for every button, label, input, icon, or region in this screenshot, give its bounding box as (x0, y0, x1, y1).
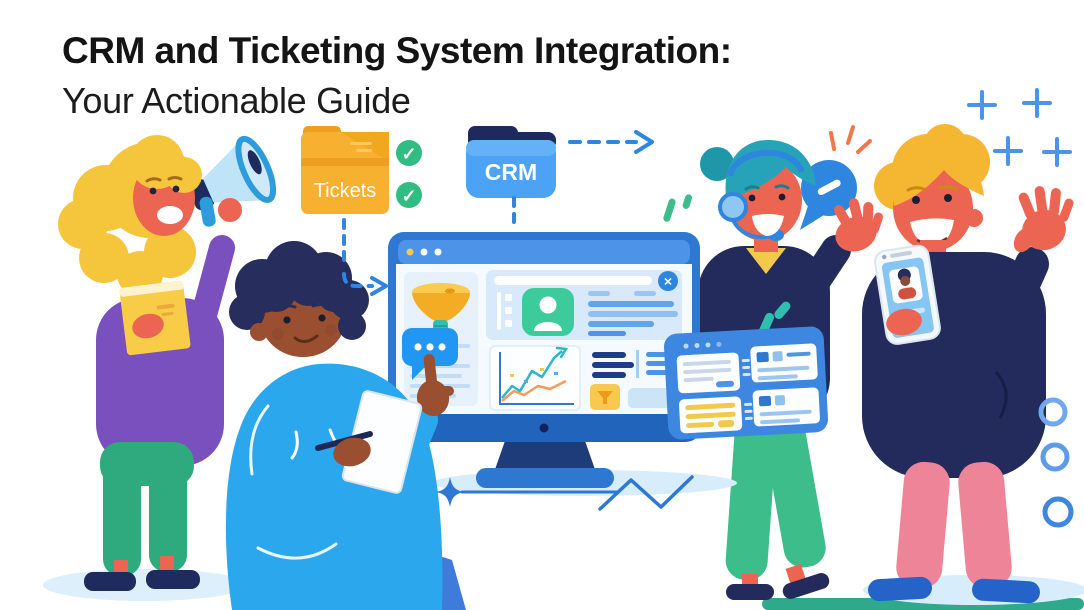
close-button (658, 271, 678, 291)
waving-hand (1013, 186, 1074, 253)
cards-panel (663, 326, 829, 440)
sparkline-decoration (436, 475, 694, 511)
flow-lines (342, 130, 654, 296)
contact-card: ✕ (486, 270, 682, 340)
check-icon: ✓ (401, 186, 416, 206)
chat-bubble-icon (800, 160, 857, 230)
page-subtitle: Your Actionable Guide (62, 80, 411, 121)
person-notepad (225, 241, 466, 610)
sparkle-icon (829, 125, 872, 154)
woman-megaphone (58, 135, 277, 591)
page-title: CRM and Ticketing System Integration: (62, 30, 732, 71)
agent-hand (834, 198, 883, 252)
arrow-right-icon (370, 276, 388, 296)
headset-icon (727, 149, 805, 178)
sparkle-star-icon (436, 477, 464, 507)
title-block: CRM and Ticketing System Integration: Yo… (62, 28, 732, 122)
tickets-folder-label: Tickets (314, 180, 377, 202)
avatar (522, 288, 574, 336)
man-phone (862, 124, 1074, 604)
crm-folder-label: CRM (485, 159, 537, 185)
check-icon: ✓ (401, 144, 416, 164)
ring-icons (1038, 397, 1074, 528)
arrow-right-icon (634, 130, 654, 154)
window-dot-icon (406, 248, 414, 256)
card-top-right (750, 343, 818, 383)
camera-dot-icon (539, 423, 549, 433)
close-icon: ✕ (663, 277, 672, 289)
notepad (341, 390, 423, 494)
card-top-left (676, 352, 741, 394)
funnel-icon (412, 283, 470, 336)
filter-tile (590, 384, 620, 410)
curly-hair (229, 241, 369, 340)
pointing-hand (416, 354, 454, 416)
check-icons: ✓ ✓ (396, 140, 422, 208)
chart-card (489, 345, 581, 411)
plus-icons (967, 88, 1072, 167)
tickets-folder: Tickets (301, 126, 389, 214)
card-bottom-right (752, 387, 820, 427)
crm-folder: CRM (466, 126, 556, 198)
card-bottom-left (679, 396, 743, 434)
